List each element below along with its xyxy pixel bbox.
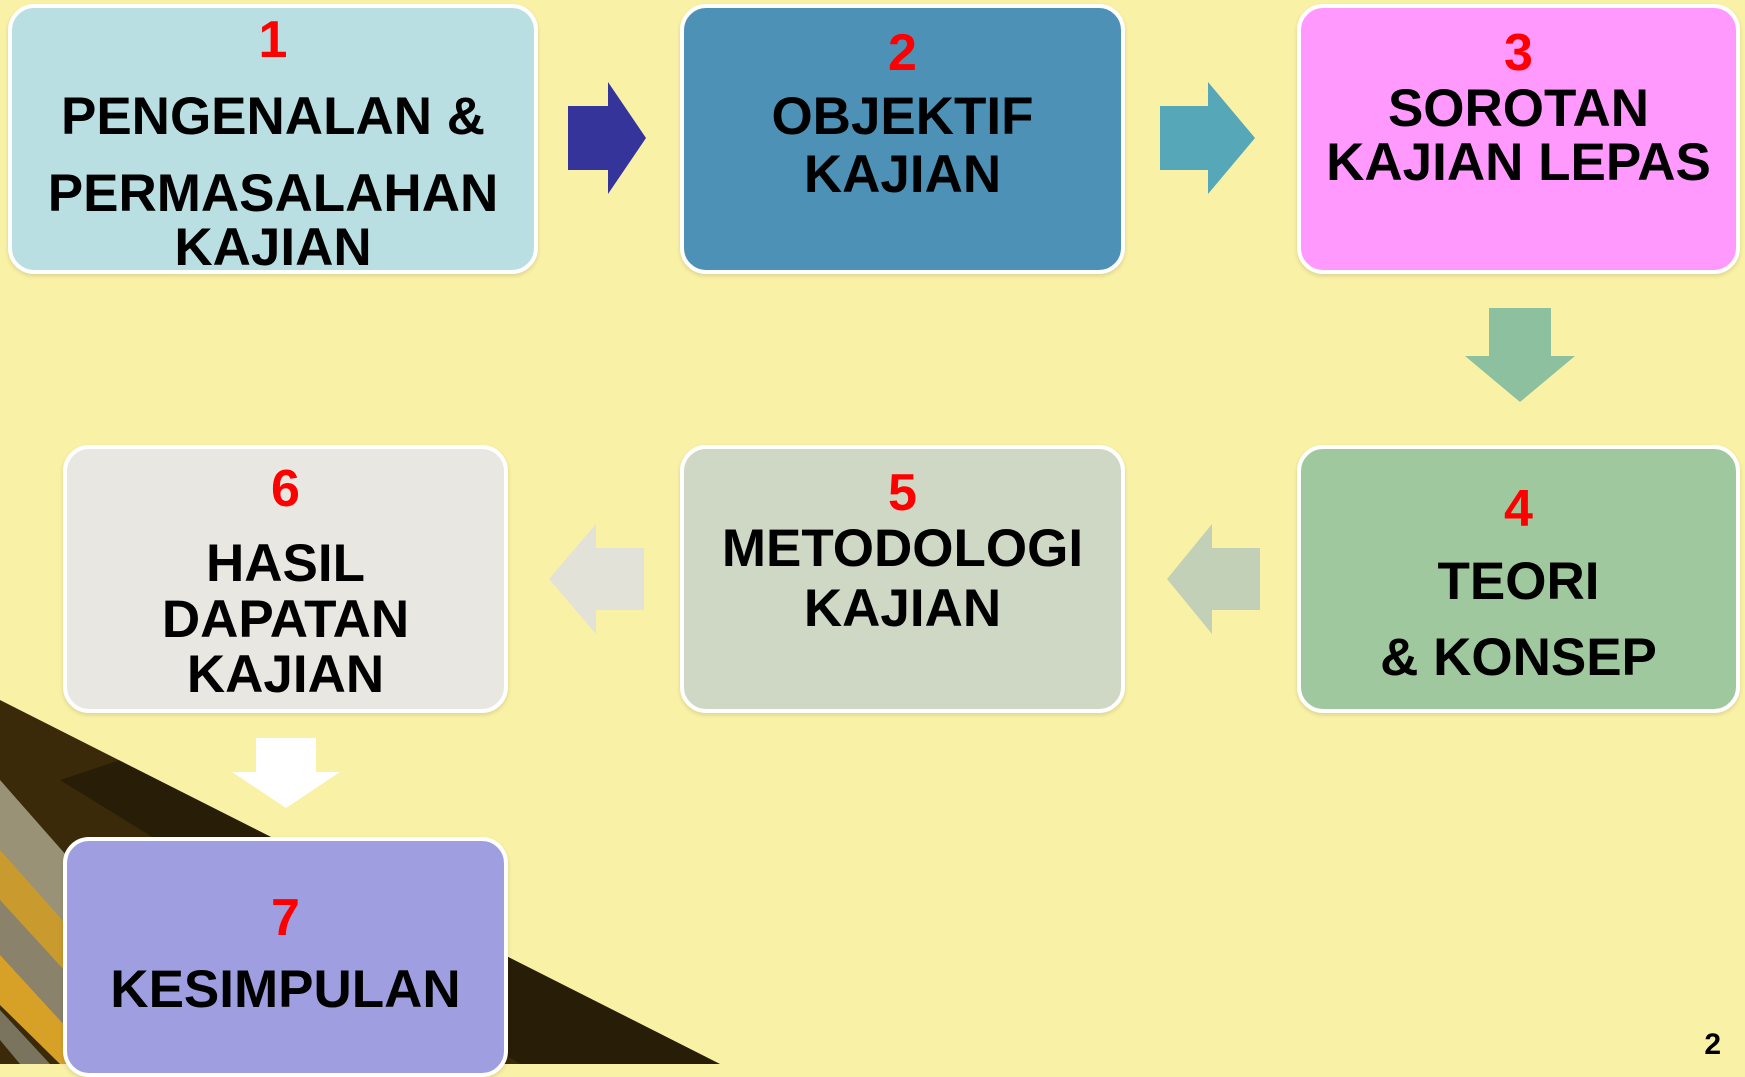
step-box-7: 7 KESIMPULAN [63,837,508,1077]
step-number: 5 [888,464,917,522]
arrow-left-icon [549,524,644,634]
step-number: 3 [1504,24,1533,82]
arrow-right-icon [568,82,646,194]
arrow-right-icon [1160,82,1255,194]
step-box-2: 2 OBJEKTIF KAJIAN [680,4,1125,274]
step-label-line: & KONSEP [1380,628,1657,687]
step-number: 6 [271,460,300,518]
arrow-left-icon [1167,524,1260,634]
step-label-line: PENGENALAN & [60,87,486,146]
arrow-down-icon [232,738,340,808]
step-label-line: SOROTAN [1387,79,1650,138]
step-box-4: 4 TEORI & KONSEP [1297,445,1740,713]
page-number: 2 [1704,1028,1721,1061]
step-box-3: 3 SOROTAN KAJIAN LEPAS [1297,4,1740,274]
step-label-line: KAJIAN [186,645,385,704]
step-box-5: 5 METODOLOGI KAJIAN [680,445,1125,713]
step-box-6: 6 HASIL DAPATAN KAJIAN [63,445,508,713]
step-number: 7 [271,889,300,947]
arrow-down-icon [1465,308,1575,402]
step-label-line: DAPATAN [161,590,410,649]
step-number: 4 [1504,480,1533,538]
step-number: 1 [258,11,288,69]
step-label-line: KESIMPULAN [110,960,461,1019]
step-label-line: KAJIAN [803,579,1002,638]
step-label-line: TEORI [1437,552,1600,611]
step-number: 2 [888,24,917,82]
step-label-line: KAJIAN LEPAS [1326,133,1711,192]
step-label-line: HASIL [206,534,365,593]
step-label-line: OBJEKTIF [771,87,1034,146]
step-label-line: METODOLOGI [721,519,1084,578]
step-label-line: KAJIAN [174,218,372,277]
step-box-1: 1 PENGENALAN & PERMASALAHAN KAJIAN [8,4,538,277]
step-label-line: PERMASALAHAN [47,164,499,223]
step-label-line: KAJIAN [803,145,1002,204]
